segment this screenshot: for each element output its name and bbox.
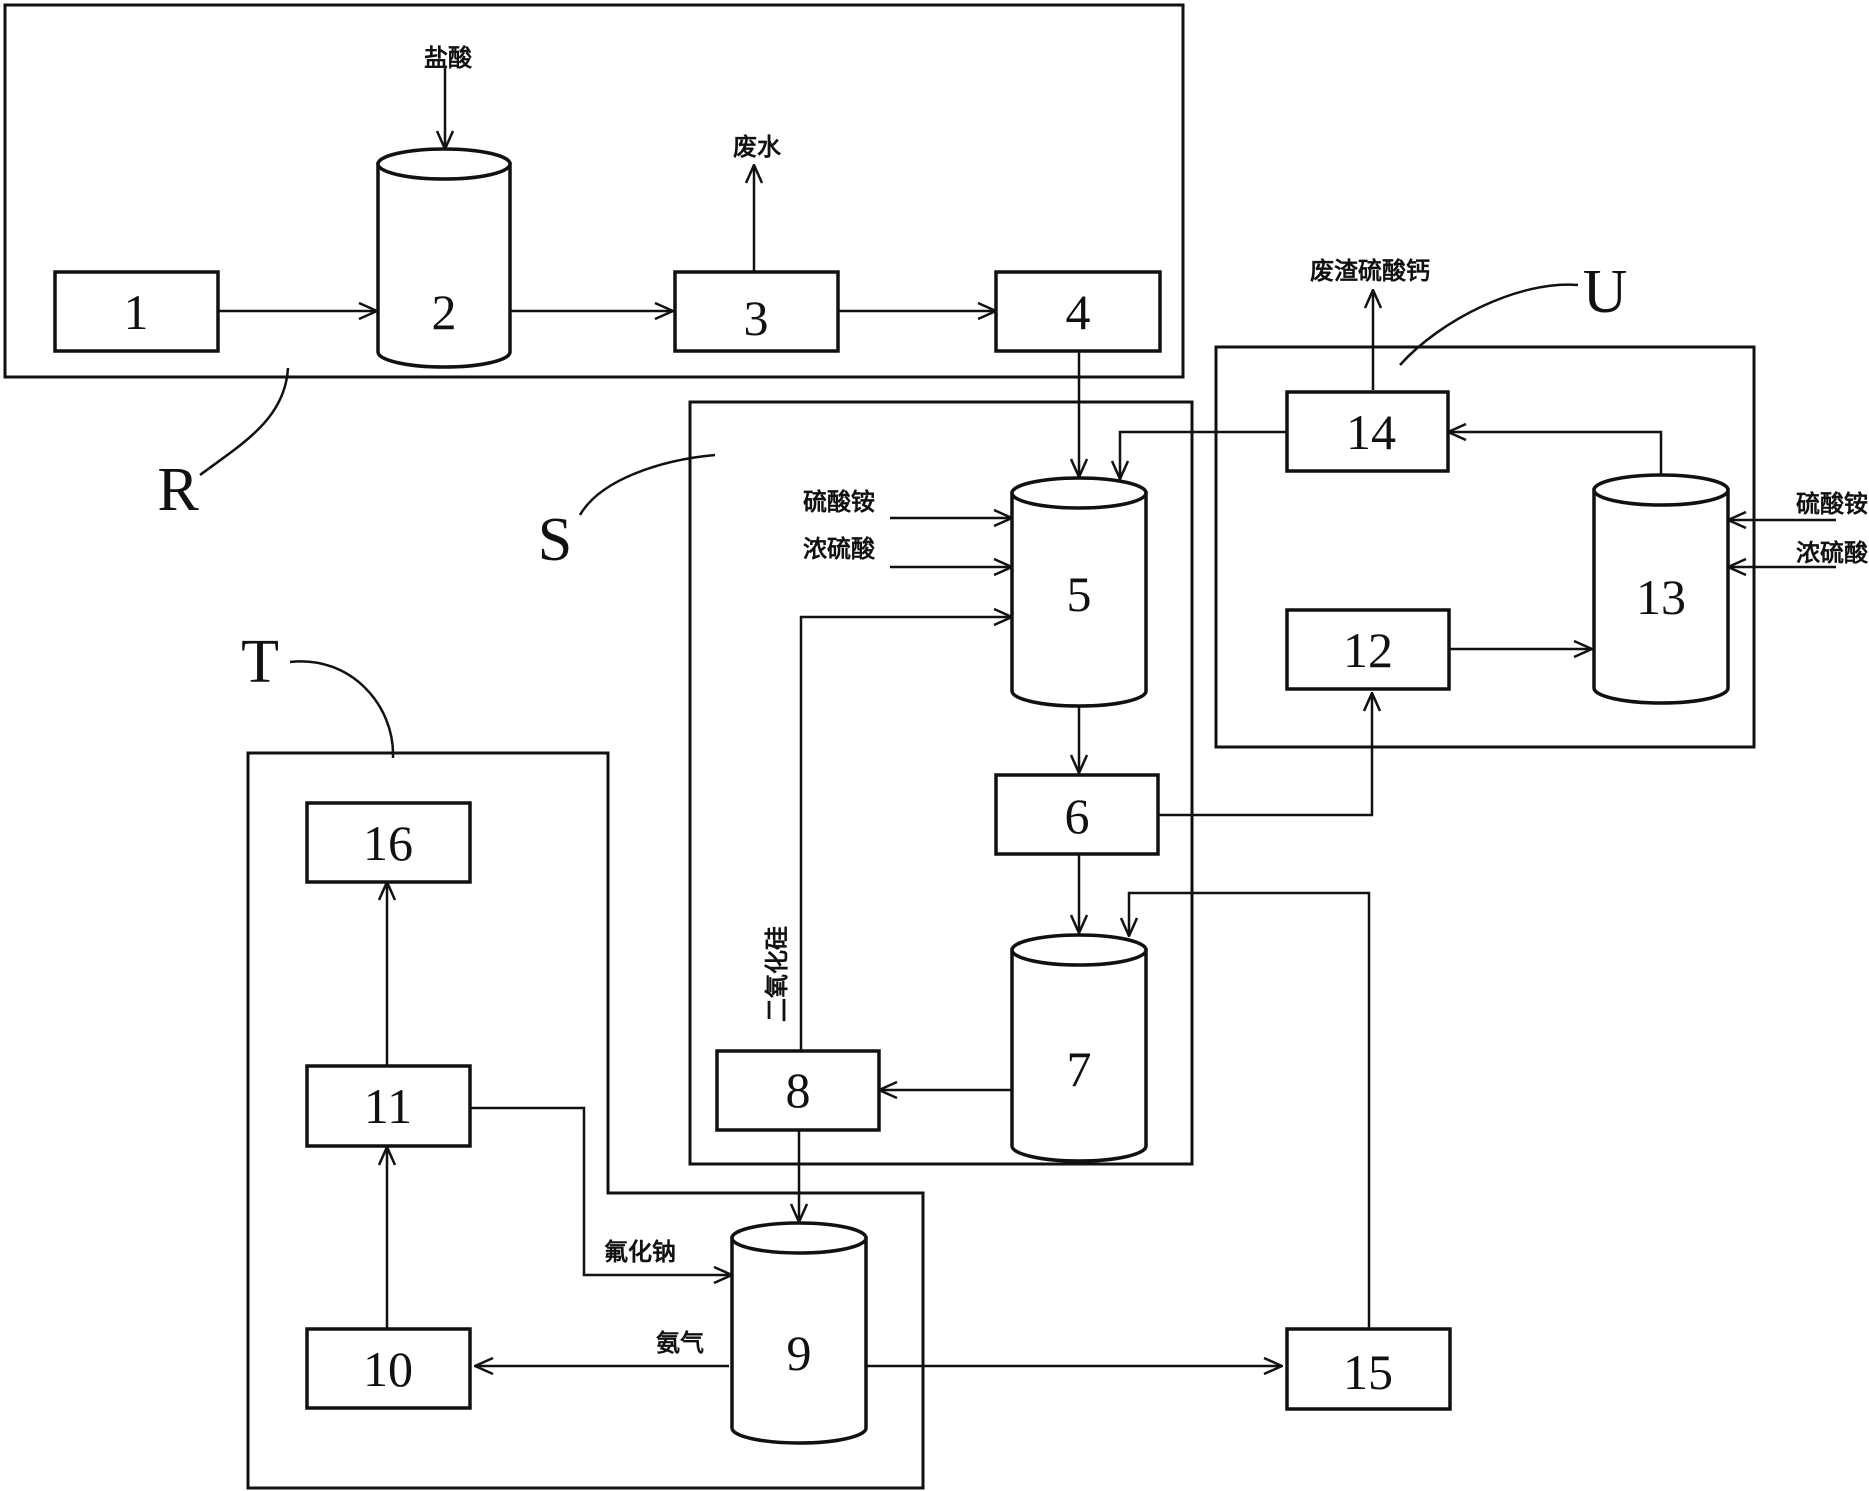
unit-15-box xyxy=(1285,1327,1452,1411)
unit-5-label: 5 xyxy=(1067,566,1092,622)
unit-11-label: 11 xyxy=(364,1078,412,1134)
unit-7-vessel xyxy=(1010,933,1148,1163)
flow-14-to-5 xyxy=(1120,430,1287,479)
unit-2-label: 2 xyxy=(432,284,457,340)
label-hydrochloric-acid: 盐酸 xyxy=(424,44,473,72)
flow-13-to-14 xyxy=(1448,432,1663,475)
flow-6-to-12 xyxy=(1158,693,1372,817)
unit-13-vessel xyxy=(1592,473,1730,705)
unit-12-label: 12 xyxy=(1343,622,1393,678)
unit-8-box xyxy=(715,1049,881,1132)
unit-4-box xyxy=(994,270,1162,353)
region-u-boundary xyxy=(1214,345,1756,749)
label-ammonium-sulfate-13: 硫酸铵 xyxy=(1796,490,1868,518)
region-r-boundary xyxy=(3,3,1185,379)
label-conc-sulfuric-5: 浓硫酸 xyxy=(803,535,876,563)
unit-1-box xyxy=(53,270,220,353)
label-sodium-fluoride: 氟化钠 xyxy=(604,1238,676,1266)
unit-10-box xyxy=(305,1327,472,1410)
unit-15-label: 15 xyxy=(1343,1344,1393,1400)
region-label-r: R xyxy=(157,456,199,524)
label-conc-sulfuric-13: 浓硫酸 xyxy=(1796,539,1869,567)
region-r-leader xyxy=(199,367,290,477)
region-s-leader xyxy=(578,453,716,516)
region-t-boundary xyxy=(246,751,925,1490)
label-waste-residue-caso4: 废渣硫酸钙 xyxy=(1310,257,1430,285)
unit-16-label: 16 xyxy=(363,815,413,871)
flow-8-silica-to-5 xyxy=(799,617,1012,1052)
label-silicon-dioxide: 二氧化硅 xyxy=(763,926,791,1022)
region-t-leader xyxy=(289,660,395,759)
unit-1-label: 1 xyxy=(124,284,149,340)
label-ammonium-sulfate-5: 硫酸铵 xyxy=(803,488,875,516)
unit-3-box xyxy=(673,270,840,353)
label-wastewater: 废水 xyxy=(733,133,782,161)
label-ammonia: 氨气 xyxy=(656,1329,704,1357)
unit-10-label: 10 xyxy=(363,1341,413,1397)
unit-13-label: 13 xyxy=(1636,569,1686,625)
unit-8-label: 8 xyxy=(786,1062,811,1118)
unit-2-vessel xyxy=(376,147,512,369)
region-label-s: S xyxy=(538,506,572,574)
unit-5-vessel xyxy=(1010,476,1148,708)
region-s-boundary xyxy=(688,400,1194,1166)
unit-3-label: 3 xyxy=(744,290,769,346)
unit-7-label: 7 xyxy=(1067,1041,1092,1097)
flow-15-to-7 xyxy=(1129,891,1371,1329)
unit-16-box xyxy=(305,801,472,884)
region-u-leader xyxy=(1399,283,1579,366)
region-label-u: U xyxy=(1583,258,1628,326)
unit-6-box xyxy=(994,773,1160,856)
unit-14-label: 14 xyxy=(1346,404,1396,460)
flow-11-sodium-fluoride-to-9 xyxy=(470,1106,732,1275)
unit-4-label: 4 xyxy=(1066,284,1091,340)
region-label-t: T xyxy=(241,628,279,696)
unit-9-label: 9 xyxy=(787,1325,812,1381)
unit-11-box xyxy=(305,1064,472,1148)
unit-9-vessel xyxy=(730,1221,868,1445)
unit-6-label: 6 xyxy=(1065,788,1090,844)
unit-14-box xyxy=(1285,390,1450,473)
unit-12-box xyxy=(1285,608,1451,691)
